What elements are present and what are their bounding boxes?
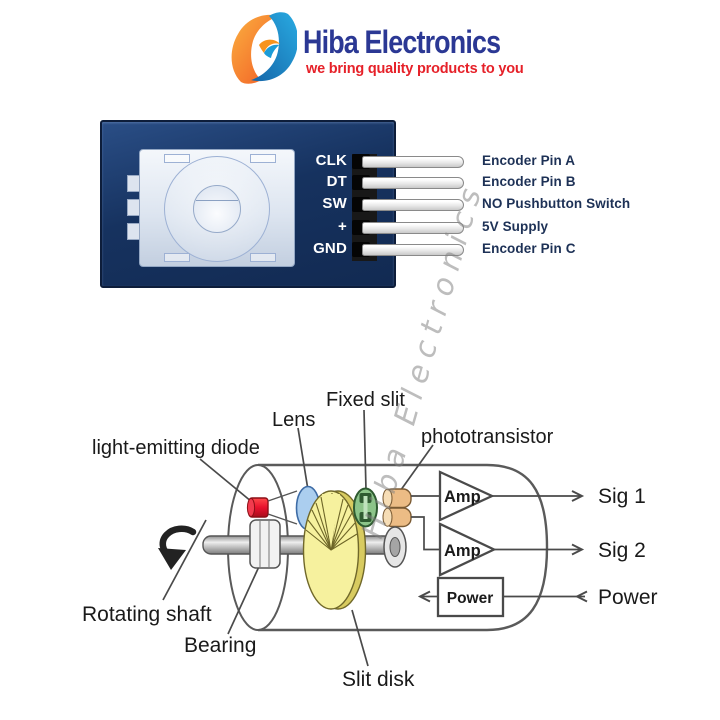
slit-disk-shape — [302, 490, 367, 610]
leader-phototransistor — [397, 444, 434, 495]
leader-slit-disk — [351, 609, 369, 667]
label-amp2: Amp — [444, 542, 481, 560]
phototransistor-pair — [382, 488, 412, 528]
light-ray-upper — [267, 490, 298, 502]
label-power-input: Power — [598, 586, 658, 609]
rotation-arrow — [158, 525, 197, 570]
leader-rotating-shaft — [162, 519, 207, 601]
arrow-power-out — [417, 590, 431, 603]
encoder-shaft-knob — [193, 185, 241, 233]
logo-swoosh-blue — [251, 12, 297, 81]
header-pin — [362, 177, 464, 189]
label-led: light-emitting diode — [92, 437, 260, 459]
header-pin — [362, 156, 464, 168]
encoder-module-board — [100, 120, 396, 288]
arrow-sig2 — [571, 543, 585, 556]
pin-label-sw: SW — [322, 195, 347, 212]
encoder-mount-notch — [164, 154, 190, 163]
leader-bearing — [227, 559, 263, 635]
brand-name: Hiba Electronics — [303, 24, 501, 60]
arrow-power-in — [574, 590, 588, 603]
amp1-triangle — [438, 470, 495, 522]
header-pin — [362, 222, 464, 234]
label-sig2: Sig 2 — [598, 539, 646, 562]
leader-led — [199, 458, 253, 503]
arrowheads — [417, 490, 588, 603]
encoder-mount-notch — [250, 154, 276, 163]
leader-fixed-slit — [363, 409, 367, 491]
pin-description-a: Encoder Pin A — [482, 153, 576, 168]
label-sig1: Sig 1 — [598, 485, 646, 508]
brand-tagline: we bring quality products to you — [306, 61, 524, 77]
light-gap-wedge — [322, 494, 340, 548]
arrow-sig1 — [571, 490, 585, 502]
bearing-right — [383, 526, 407, 568]
pin-description-c: Encoder Pin C — [482, 241, 576, 256]
leader-lens — [297, 427, 309, 491]
encoder-side-tab — [127, 223, 140, 240]
pin-description-sw: NO Pushbutton Switch — [482, 196, 631, 211]
pin-label-plus: + — [338, 218, 347, 235]
encoder-side-tab — [127, 175, 140, 192]
label-slit-disk: Slit disk — [342, 668, 415, 691]
logo-center-leaf — [264, 44, 279, 58]
pin-description-5v: 5V Supply — [482, 219, 549, 234]
housing-outline — [258, 463, 549, 632]
pin-label-dt: DT — [326, 173, 347, 190]
label-rotating-shaft: Rotating shaft — [82, 603, 212, 626]
logo-swoosh-orange — [231, 14, 279, 84]
logo-center-curl — [259, 39, 280, 53]
header-pin — [362, 199, 464, 211]
encoder-mount-notch — [164, 253, 190, 262]
encoder-mount-notch — [250, 253, 276, 262]
bearing-left — [249, 519, 281, 569]
hiba-logo-icon — [231, 12, 297, 84]
pin-label-gnd: GND — [313, 240, 347, 257]
leader-lines — [162, 409, 434, 667]
label-phototransistor: phototransistor — [421, 426, 554, 448]
label-bearing: Bearing — [184, 634, 256, 657]
header-pin — [362, 244, 464, 256]
encoder-side-tab — [127, 199, 140, 216]
light-ray-lower — [267, 513, 298, 525]
shaft-slot — [196, 200, 238, 201]
fixed-slit-shape — [353, 487, 378, 528]
label-power-box: Power — [447, 590, 494, 607]
wire-photo-to-amp2 — [411, 516, 440, 551]
amp2-triangle — [438, 522, 497, 577]
label-lens: Lens — [272, 409, 315, 431]
label-fixed-slit: Fixed slit — [326, 389, 405, 411]
encoder-internals-diagram: light-emitting diode Lens Fixed slit pho… — [82, 389, 658, 691]
label-amp1: Amp — [444, 488, 481, 506]
power-box — [436, 576, 505, 618]
signal-wires — [411, 495, 585, 598]
pin-label-clk: CLK — [315, 152, 347, 169]
rotary-encoder-component — [127, 149, 295, 267]
pin-description-b: Encoder Pin B — [482, 174, 576, 189]
led — [246, 497, 269, 518]
